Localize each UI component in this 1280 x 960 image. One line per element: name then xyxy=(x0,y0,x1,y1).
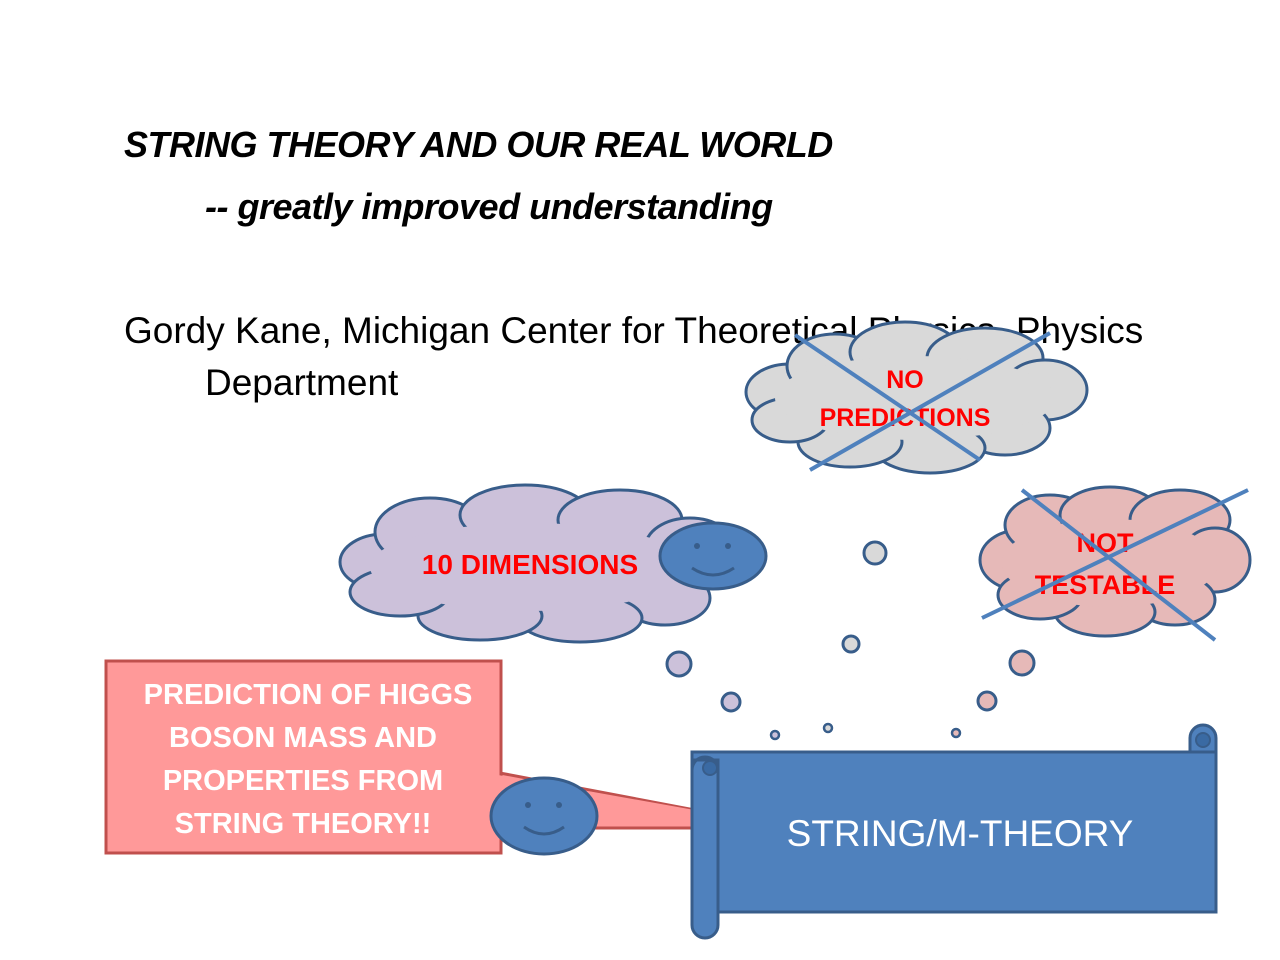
no-predictions-label-line1: NO xyxy=(886,366,924,394)
callout-line-1: PREDICTION OF HIGGS xyxy=(144,679,473,711)
callout-line-3: PROPERTIES FROM xyxy=(163,765,443,797)
smiley-face-icon xyxy=(658,521,768,591)
higgs-prediction-callout: PREDICTION OF HIGGS BOSON MASS AND PROPE… xyxy=(104,659,791,855)
cloud-ten-dimensions: 10 DIMENSIONS xyxy=(338,483,737,644)
callout-line-4: STRING THEORY!! xyxy=(175,808,432,840)
author-line-2: Department xyxy=(205,362,399,403)
slide-subtitle: -- greatly improved understanding xyxy=(205,186,773,227)
cloud-not-testable: NOT TESTABLE xyxy=(978,485,1252,642)
cross-out-icon xyxy=(981,488,1249,642)
smiley-face-icon xyxy=(489,776,599,856)
ten-dimensions-label: 10 DIMENSIONS xyxy=(422,549,638,580)
cloud-no-predictions: NO PREDICTIONS xyxy=(744,320,1089,475)
string-theory-scroll: STRING/M-THEORY xyxy=(690,723,1218,940)
not-testable-label-line2: TESTABLE xyxy=(1035,570,1176,600)
cross-out-icon xyxy=(793,331,1051,472)
thought-bubbles xyxy=(665,540,1036,741)
slide-title: STRING THEORY AND OUR REAL WORLD xyxy=(124,124,833,165)
scroll-label: STRING/M-THEORY xyxy=(787,813,1134,854)
callout-line-2: BOSON MASS AND xyxy=(169,722,437,754)
